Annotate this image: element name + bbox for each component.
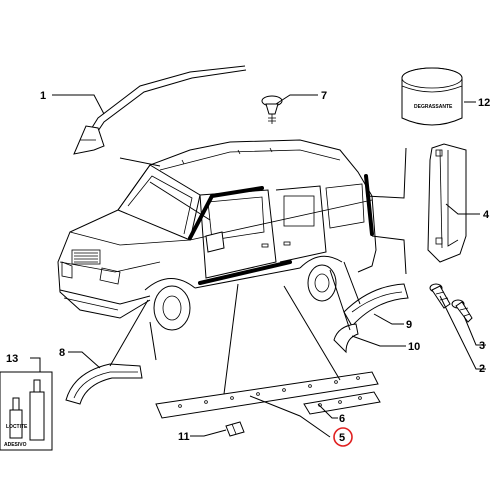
callout-3: 3 <box>479 340 485 352</box>
part-10-arch-trim <box>333 323 359 354</box>
callout-5: 5 <box>339 432 345 444</box>
part-12-degreaser-jar: DEGRASSANTE <box>401 67 463 126</box>
part-7-push-clip <box>261 95 283 124</box>
callout-8: 8 <box>59 347 65 359</box>
jar-label: DEGRASSANTE <box>414 104 453 110</box>
callout-6: 6 <box>339 413 345 425</box>
callout-4: 4 <box>483 209 490 221</box>
part-4-pillar-trim <box>427 143 467 263</box>
part-13-adhesive-kit: LOCTITE ADESIVO <box>0 371 53 451</box>
part-1-roof-drip-channel <box>73 65 247 155</box>
part-9-arch-trim <box>343 283 409 327</box>
callout-2: 2 <box>479 363 485 375</box>
tube-label: LOCTITE <box>6 424 28 430</box>
callout-11: 11 <box>178 431 190 443</box>
part-11-clip <box>225 421 245 437</box>
callout-7: 7 <box>321 90 327 102</box>
callout-12: 12 <box>478 97 490 109</box>
callout-numbers: 1 2 3 4 5 6 7 8 9 10 11 12 13 <box>6 90 490 447</box>
callout-5-highlight-ring <box>333 427 353 447</box>
box-label: ADESIVO <box>4 442 27 448</box>
van-seals <box>188 174 374 285</box>
part-6-sill-strip-rear <box>303 391 381 415</box>
part-8-front-arch-trim <box>65 363 143 405</box>
callout-1: 1 <box>40 90 46 102</box>
part-3-screw <box>451 299 473 323</box>
leader-lines <box>30 94 486 438</box>
part-5-sill-strip-front <box>155 371 379 419</box>
callout-10: 10 <box>408 341 420 353</box>
callout-13: 13 <box>6 353 18 365</box>
callout-9: 9 <box>406 319 412 331</box>
van-body <box>57 139 377 331</box>
